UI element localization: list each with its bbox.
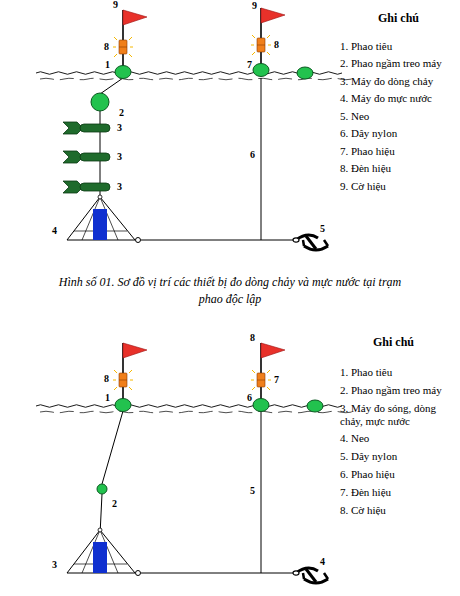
callout-number: 3 bbox=[52, 560, 57, 570]
legend-item: 1. Phao tiêu bbox=[340, 366, 392, 379]
legend-item: 3. Máy đo sóng, dòng chảy, mực nước bbox=[340, 402, 452, 427]
legend-item: 7. Đèn hiệu bbox=[340, 486, 391, 499]
legend-item: 8. Đèn hiệu bbox=[340, 162, 391, 175]
legend-item: 9. Cờ hiệu bbox=[340, 180, 386, 193]
signal-buoy bbox=[251, 343, 285, 412]
marker-buoy bbox=[113, 10, 147, 79]
callout-number: 3 bbox=[117, 152, 122, 162]
callout-number: 6 bbox=[247, 393, 252, 403]
callout-number: 1 bbox=[105, 60, 110, 70]
sea-surface bbox=[36, 72, 342, 75]
current-meter bbox=[63, 151, 110, 163]
small-float bbox=[297, 67, 313, 79]
callout-number: 8 bbox=[104, 374, 109, 384]
callout-number: 2 bbox=[119, 108, 124, 118]
subsurface-float bbox=[91, 93, 109, 111]
legend-item: 2. Phao ngầm treo máy bbox=[340, 384, 442, 397]
mooring-line bbox=[102, 411, 123, 484]
callout-number: 5 bbox=[250, 486, 255, 496]
callout-number: 8 bbox=[250, 333, 255, 343]
nylon-line bbox=[261, 411, 262, 573]
sea-surface bbox=[40, 411, 352, 413]
legend-heading: Ghi chú bbox=[378, 12, 419, 25]
subsurface-float bbox=[97, 484, 107, 494]
callout-number: 5 bbox=[320, 224, 325, 234]
callout-number: 2 bbox=[112, 499, 117, 509]
anchor bbox=[293, 235, 328, 250]
legend-item: 4. Máy đo mực nước bbox=[340, 92, 432, 105]
signal-buoy bbox=[251, 8, 285, 77]
legend-item: 6. Dây nylon bbox=[340, 127, 397, 140]
wave-current-gauge-frame bbox=[67, 528, 141, 576]
legend-item: 2. Phao ngầm treo máy bbox=[340, 57, 442, 70]
callout-number: 4 bbox=[52, 226, 57, 236]
legend-item: 6. Phao hiệu bbox=[340, 468, 395, 481]
marker-buoy bbox=[113, 343, 147, 412]
callout-number: 6 bbox=[250, 150, 255, 160]
current-meter bbox=[63, 181, 110, 193]
nylon-line bbox=[261, 78, 262, 240]
legend-item: 5. Dây nylon bbox=[340, 450, 397, 463]
small-float bbox=[307, 400, 323, 412]
legend-item: 7. Phao hiệu bbox=[340, 145, 395, 158]
callout-number: 3 bbox=[117, 182, 122, 192]
callout-number: 9 bbox=[252, 1, 257, 11]
callout-number: 7 bbox=[274, 375, 279, 385]
legend-item: 4. Neo bbox=[340, 432, 369, 445]
callout-number: 1 bbox=[105, 393, 110, 403]
legend-item: 8. Cờ hiệu bbox=[340, 504, 386, 517]
legend-heading: Ghi chú bbox=[373, 336, 414, 349]
ground-line bbox=[141, 240, 296, 241]
anchor bbox=[293, 568, 328, 583]
ground-line bbox=[141, 573, 296, 574]
tide-gauge-frame bbox=[67, 195, 141, 243]
sea-surface bbox=[36, 405, 342, 408]
callout-number: 8 bbox=[104, 42, 109, 52]
callout-number: 9 bbox=[113, 0, 118, 10]
mooring-line bbox=[100, 78, 123, 94]
callout-number: 8 bbox=[274, 40, 279, 50]
legend-item: 1. Phao tiêu bbox=[340, 40, 392, 53]
callout-number: 7 bbox=[247, 60, 252, 70]
legend-item: 5. Neo bbox=[340, 110, 369, 123]
legend-item: 3. Máy đo dòng chảy bbox=[340, 75, 433, 88]
callout-number: 3 bbox=[117, 123, 122, 133]
callout-number: 4 bbox=[320, 557, 325, 567]
figure-caption: Hình số 01. Sơ đồ vị trí các thiết bị đo… bbox=[50, 274, 410, 308]
current-meter bbox=[63, 122, 110, 134]
